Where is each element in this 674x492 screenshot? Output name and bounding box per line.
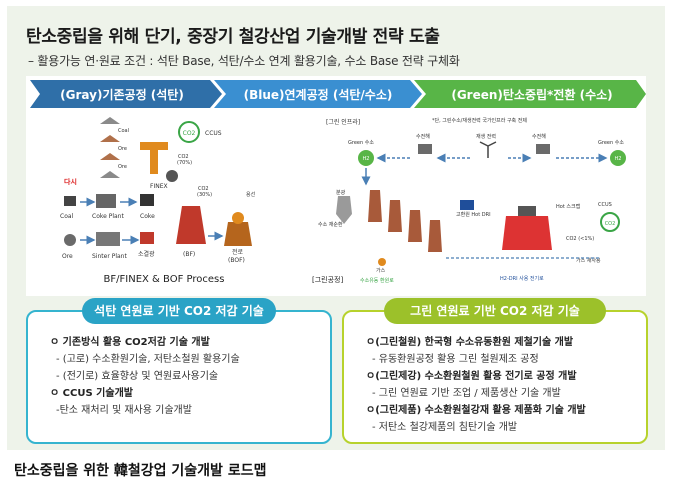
page-subtitle: – 활용가능 연·원료 조건 : 석탄 Base, 석탄/수소 연계 활용기술,… [28,54,460,68]
reactor-3-icon [408,210,422,242]
molten-label: 용선 [246,191,256,198]
eaf-icon [502,216,552,250]
h2-left-text: H2 [363,156,370,162]
co2-a-pct: (70%) [177,160,192,166]
hbi-label: 고환원 Hot DRI [456,211,491,218]
electrolysis-right: 수전해 [532,133,546,140]
material-stack-icon [100,117,120,178]
green-tech-box: 그린 연원료 기반 CO2 저감 기술 ㅇ(그린철원) 한국형 수소유동환원 제… [342,298,648,444]
steel-label: 전로 [232,248,244,256]
gas-label: 가스 [376,267,386,274]
h2-right-icon [610,150,626,166]
green-tech-item: ㅇ(그린제강) 수소환원철원 활용 전기로 공정 개발 [366,371,577,382]
h2-dri-label: H2-DRI 사용 전기로 [500,275,544,282]
stage-green-label: (Green)탄소중립*전환 (수소) [451,87,612,102]
reactor-2-icon [388,200,402,232]
infra-footnote: *단, 그린수소/재생전력 국가인프라 구축 전제 [432,117,527,124]
stack-label-1: Coal [118,128,129,134]
coke-plant-label: Coke Plant [92,213,124,220]
coal-tech-item: ㅇ CCUS 기술개발 [50,388,133,399]
electrolysis-left-icon [418,144,432,154]
ccus-right-icon [600,212,620,232]
green-h2-left: Green 수소 [348,140,374,146]
green-process-label: [그린공정] [312,275,343,284]
hbi-icon [460,200,474,210]
coal-tech-subitem: - (고로) 수소환원기술, 저탄소철원 활용기술 [56,354,240,365]
ccus-left-label: CCUS [205,130,222,137]
co2-a-label: CO2 [178,154,189,160]
co2-b-pct: (30%) [197,192,212,198]
coal-tech-subitem: - (전기로) 효율향상 및 연원료사용기술 [56,371,219,382]
fuel-icon [378,258,386,266]
hot-scrap-label: Hot 스크랩 [556,203,581,210]
co2-b-label: CO2 [198,186,209,192]
electrolysis-right-icon [536,144,550,154]
green-tech-item: ㅇ(그린제품) 수소환원철강재 활용 제품화 기술 개발 [366,405,586,416]
h2-right-text: H2 [615,156,622,162]
coal-icon [64,196,76,206]
electrolysis-left: 수전해 [416,133,430,140]
co2-right-pct: CO2 (<1%) [566,236,594,242]
green-tech-subitem: - 저탄소 철강제품의 침탄기술 개발 [372,422,518,433]
sinter-plant-label: Sinter Plant [92,253,127,260]
stack-label-3: Ore [118,164,127,170]
infra-label: [그린 인프라] [326,118,360,126]
finex-icon [140,142,178,182]
stage-blue-label: (Blue)연계공정 (석탄/수소) [244,87,393,102]
sinter-plant-icon [96,232,120,246]
ore-icon [64,234,76,246]
ccus-left-co2: CO2 [183,130,196,137]
coal-tech-item: ㅇ 기존방식 활용 CO2저감 기술 개발 [50,337,210,348]
sinter-label: 소결광 [138,250,155,258]
h2-in-label: 수소 재순환 [318,221,343,228]
silo-icon [336,196,352,224]
figure-caption: 탄소중립을 위한 韓철강업 기술개발 로드맵 [14,463,267,479]
stage-gray-label: (Gray)기존공정 (석탄) [60,87,184,102]
gas-reuse-label: 가스 재사용 [576,257,601,264]
ccus-left-icon [178,121,200,143]
bof-icon [224,222,252,246]
dahsi-label: 다시 [64,177,77,186]
stage-green-arrow: (Green)탄소중립*전환 (수소) [414,80,646,108]
coal-label: Coal [60,213,74,220]
coal-tech-subitem: -탄소 재처리 및 재사용 기술개발 [56,405,192,416]
finex-label: FINEX [150,183,168,190]
reactor-1-icon [368,190,382,222]
coke-plant-icon [96,194,116,208]
bf-label: (BF) [183,251,195,258]
stage-gray-arrow: (Gray)기존공정 (석탄) [30,80,222,108]
coal-tech-box: 석탄 연원료 기반 CO2 저감 기술 ㅇ 기존방식 활용 CO2저감 기술 개… [26,298,332,444]
wind-turbine-icon [479,141,497,158]
ccus-right-label: CCUS [598,202,612,208]
renewable-label: 재생 전력 [476,133,496,140]
process-diagram: (Gray)기존공정 (석탄) (Blue)연계공정 (석탄/수소) (Gree… [30,80,646,285]
green-tech-item: ㅇ(그린철원) 한국형 수소유동환원 제철기술 개발 [366,337,574,348]
coke-icon [140,194,154,206]
blast-furnace-icon [176,206,206,244]
green-h2-right: Green 수소 [598,140,624,146]
bof-label: (BOF) [228,257,245,264]
coal-tech-heading: 석탄 연원료 기반 CO2 저감 기술 [82,298,276,324]
stage-blue-arrow: (Blue)연계공정 (석탄/수소) [214,80,422,108]
ccus-right-co2: CO2 [605,221,616,227]
green-tech-subitem: - 그린 연원료 기반 조업 / 제품생산 기술 개발 [372,388,561,399]
right-process: [그린 인프라] *단, 그린수소/재생전력 국가인프라 구축 전제 H2 Gr… [312,117,626,284]
ore-label: Ore [62,253,73,260]
sinter-icon [140,232,154,244]
reactor-4-icon [428,220,442,252]
process-label: BF/FINEX & BOF Process [104,274,225,285]
left-process: Coal Ore Ore FINEX CO2 CCUS CO2 (70%) CO… [60,117,256,285]
green-tech-heading: 그린 연원료 기반 CO2 저감 기술 [384,298,606,324]
fine-ore-label: 분광 [336,189,346,196]
coke-label: Coke [140,213,155,220]
fuel-label: 수소유동 환원로 [360,277,394,284]
process-diagram-card [26,76,646,296]
green-tech-list: ㅇ(그린철원) 한국형 수소유동환원 제철기술 개발 - 유동환원공정 활용 그… [366,334,638,436]
stack-label-2: Ore [118,146,127,152]
green-tech-subitem: - 유동환원공정 활용 그린 철원제조 공정 [372,354,539,365]
page-title: 탄소중립을 위해 단기, 중장기 철강산업 기술개발 전략 도출 [26,27,440,47]
h2-left-icon [358,150,374,166]
coal-tech-list: ㅇ 기존방식 활용 CO2저감 기술 개발 - (고로) 수소환원기술, 저탄소… [50,334,322,419]
